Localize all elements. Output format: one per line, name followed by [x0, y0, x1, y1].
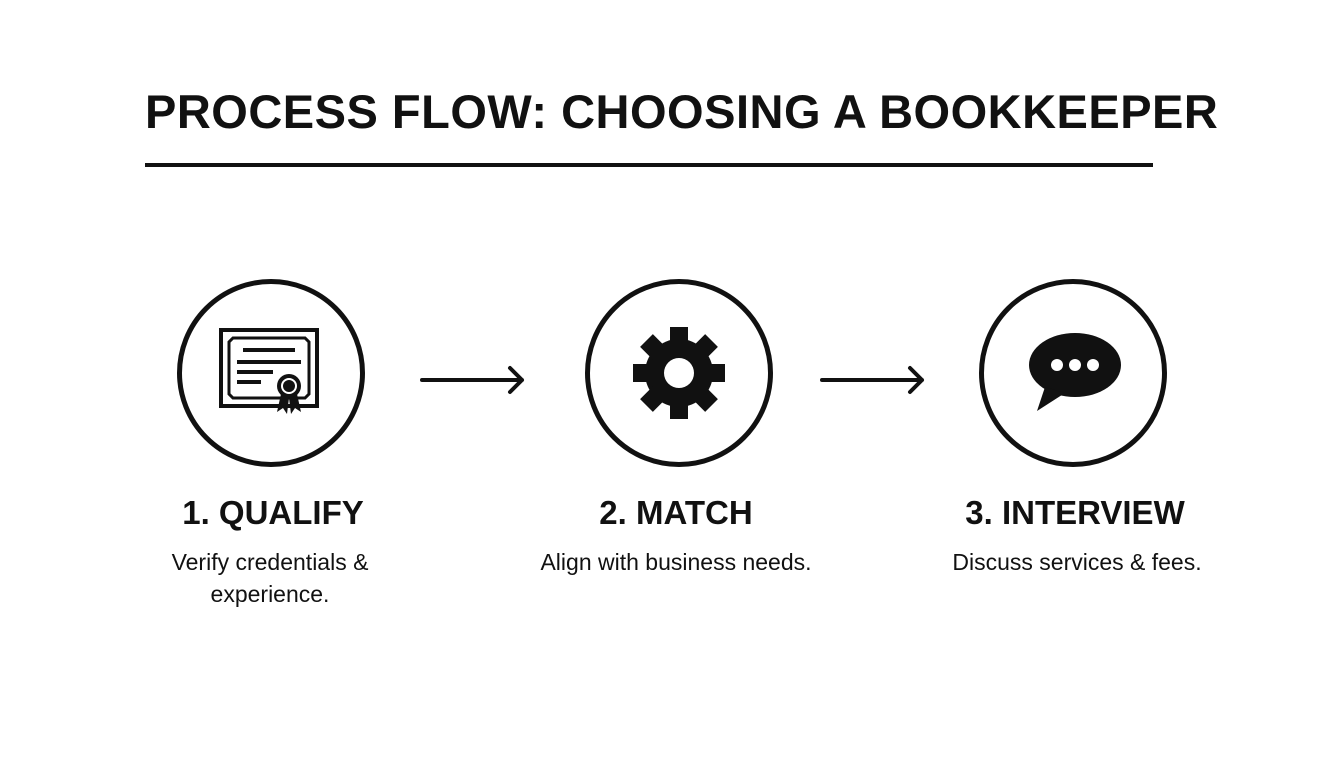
- arrow-icon: [820, 366, 924, 394]
- step-3-title: 3. INTERVIEW: [965, 494, 1185, 531]
- step-3-circle: [979, 279, 1167, 467]
- step-1-circle: [177, 279, 365, 467]
- step-1-title: 1. QUALIFY: [182, 494, 364, 531]
- step-3-description: Discuss services & fees.: [952, 549, 1202, 575]
- step-2-title: 2. MATCH: [599, 494, 753, 531]
- title-divider: [145, 163, 1153, 167]
- gear-icon: [633, 327, 725, 419]
- step-1-description: Verify credentials & experience.: [171, 549, 369, 607]
- speech-bubble-icon: [1029, 333, 1121, 411]
- arrow-icon: [420, 366, 524, 394]
- step-2-circle: [585, 279, 773, 467]
- step-2-description: Align with business needs.: [540, 549, 812, 575]
- certificate-icon: [219, 328, 319, 414]
- page-title: PROCESS FLOW: CHOOSING A BOOKKEEPER: [145, 85, 1219, 138]
